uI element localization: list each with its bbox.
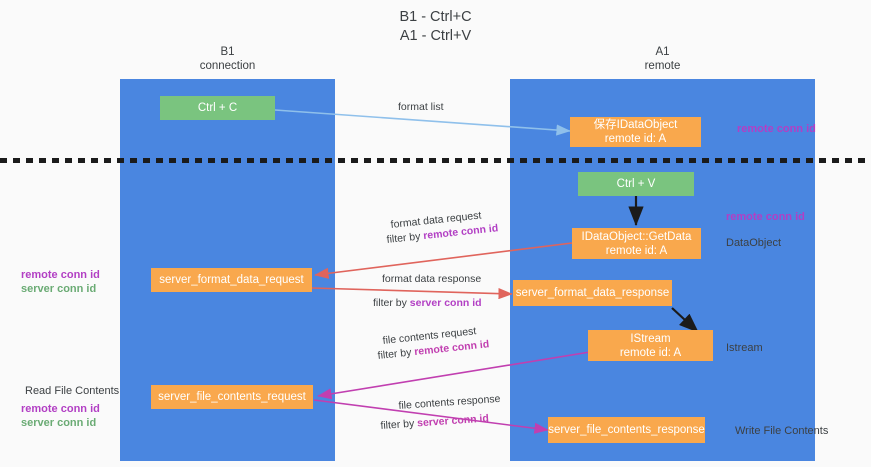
node-server-format-data-response[interactable]: server_format_data_response	[513, 280, 672, 306]
diagram-title: B1 - Ctrl+C A1 - Ctrl+V	[399, 9, 472, 44]
annotation-right-top-remote-conn-id: remote conn id	[737, 123, 816, 135]
filter-prefix-text: filter by	[380, 417, 418, 432]
node-ctrl-v[interactable]: Ctrl + V	[578, 172, 694, 196]
edge-label-format-data-response: format data response	[382, 273, 482, 285]
edge-label-format-data-response-filter: filter by server conn id	[373, 296, 482, 311]
node-server-file-contents-request[interactable]: server_file_contents_request	[151, 385, 313, 409]
annotation-dataobject: DataObject	[726, 237, 782, 249]
filter-prefix-text: filter by	[373, 297, 410, 309]
node-idataobject-getdata[interactable]: IDataObject::GetData remote id: A	[572, 228, 701, 259]
annotation-left-remote-conn-id: remote conn id	[21, 269, 100, 281]
filter-prefix-text: filter by	[386, 230, 424, 246]
annotation-right-mid-remote-conn-id: remote conn id	[726, 211, 805, 223]
edge-label-file-contents-response-filter: filter by server conn id	[380, 411, 489, 434]
node-ctrl-c[interactable]: Ctrl + C	[160, 96, 275, 120]
section-divider	[0, 158, 871, 163]
node-server-format-data-request[interactable]: server_format_data_request	[151, 268, 312, 292]
column-header-b1: B1 connection	[199, 46, 256, 72]
annotation-write-file-contents: Write File Contents	[735, 425, 829, 437]
column-header-a1: A1 remote	[644, 46, 681, 72]
node-istream[interactable]: IStream remote id: A	[588, 330, 713, 361]
filter-prefix-text: filter by	[377, 346, 415, 362]
edge-label-format-list: format list	[398, 101, 444, 113]
node-save-idataobject[interactable]: 保存IDataObject remote id: A	[570, 117, 701, 147]
node-server-file-contents-response[interactable]: server_file_contents_response	[548, 417, 705, 443]
annotation-istream: Istream	[726, 342, 763, 354]
annotation-left-bottom-server-conn-id: server conn id	[21, 417, 97, 429]
annotation-left-server-conn-id: server conn id	[21, 283, 97, 295]
filter-key-server-conn-id: server conn id	[416, 412, 490, 430]
filter-key-server-conn-id: server conn id	[409, 297, 482, 309]
annotation-read-file-contents: Read File Contents	[25, 385, 120, 397]
annotation-left-bottom-remote-conn-id: remote conn id	[21, 403, 100, 415]
